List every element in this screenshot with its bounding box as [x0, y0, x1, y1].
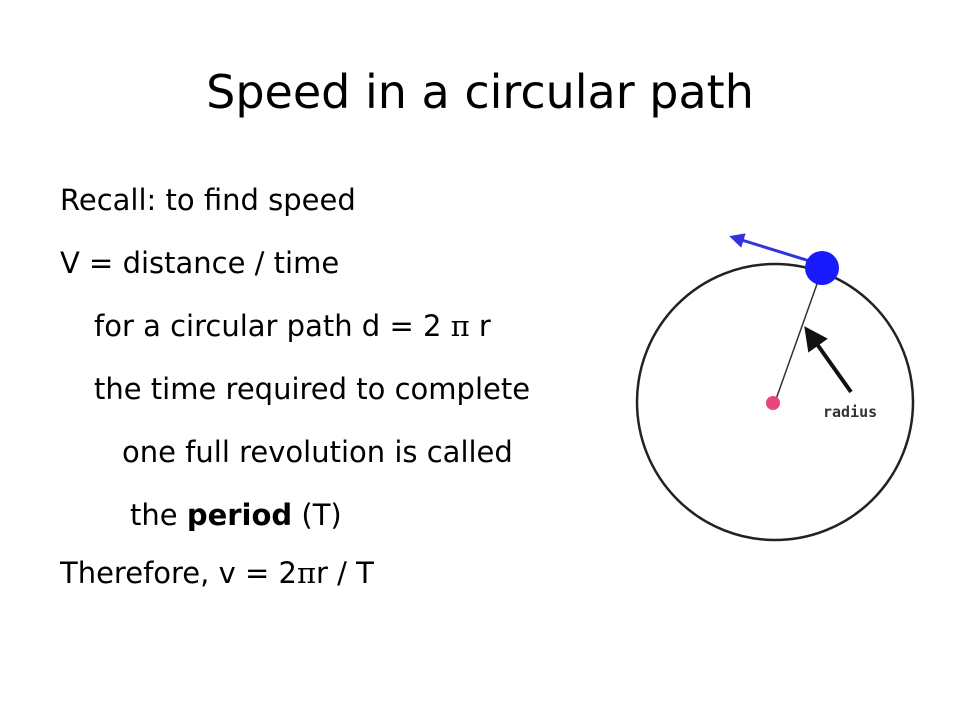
time-required-line: the time required to complete: [94, 372, 531, 406]
circular-path: [635, 262, 915, 542]
therefore-prefix: Therefore, v = 2: [60, 556, 297, 590]
circular-distance-line: for a circular path d = 2 π r: [94, 306, 491, 346]
recall-line: Recall: to find speed: [60, 183, 356, 217]
moving-object: [805, 251, 839, 285]
center-point: [766, 396, 780, 410]
speed-formula-line: V = distance / time: [60, 246, 340, 280]
period-prefix: the: [130, 498, 187, 532]
pi-symbol: π: [450, 309, 470, 343]
pi-symbol-2: π: [296, 556, 316, 590]
radius-pointer-arrow: [804, 326, 853, 394]
therefore-suffix: r / T: [316, 556, 374, 590]
slide-body: Recall: to find speed V = distance / tim…: [60, 183, 531, 593]
circular-distance-suffix: r: [469, 309, 491, 343]
period-line: the period (T): [130, 495, 342, 535]
slide-title: Speed in a circular path: [206, 65, 754, 119]
radius-label: radius: [823, 403, 877, 421]
circular-distance-prefix: for a circular path d = 2: [94, 309, 451, 343]
period-suffix: (T): [292, 498, 342, 532]
period-word: period: [186, 498, 293, 532]
revolution-line: one full revolution is called: [122, 435, 513, 469]
radius-line: [774, 269, 823, 403]
velocity-arrow: [729, 233, 817, 265]
therefore-line: Therefore, v = 2πr / T: [60, 553, 374, 593]
circular-motion-diagram: radius: [635, 233, 915, 542]
